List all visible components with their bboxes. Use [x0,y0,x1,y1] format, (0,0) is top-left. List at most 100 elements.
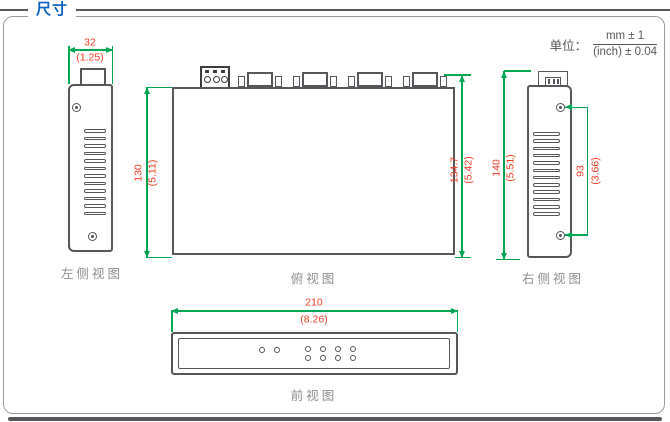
led-icon [320,346,326,352]
page-title: 尺寸 [28,0,77,19]
vent-slot [533,190,560,194]
extension-line [111,46,113,84]
arrow-icon [106,47,113,53]
dimension-line [146,87,148,258]
vga-port-icon [348,72,392,87]
bottom-bar [8,417,662,421]
led-icon [335,346,341,352]
led-icon [335,355,341,361]
arrow-icon [144,87,150,94]
dim-top-depth-mm: 130 [132,164,145,182]
content-frame [3,16,665,414]
vent-slot [84,129,106,133]
vent-slot [533,161,560,165]
dim-left-width-inch: (1.25) [76,51,104,64]
vent-slot [84,189,106,193]
top-view-label: 俯视图 [290,272,338,286]
dim-screw-span-inch: (3.66) [589,157,602,185]
vent-grille [84,129,106,219]
extension-line [171,311,173,332]
extension-line [496,258,520,260]
extension-line [456,311,458,332]
dimension-leader [565,234,588,236]
led-icon [305,355,311,361]
vent-grille [533,132,560,220]
led-icon [259,347,265,353]
unit-mm: mm ± 1 [593,30,657,45]
vent-slot [533,175,560,180]
vent-slot [84,136,106,140]
screw-icon [556,103,565,112]
led-icon [305,346,311,352]
vent-slot [84,144,106,148]
top-view-body [172,87,455,255]
unit-note: 单位： mm ± 1 (inch) ± 0.04 [550,30,657,59]
extension-line [68,46,70,84]
terminal-block-icon [200,66,230,89]
led-icon [350,355,356,361]
screw-icon [72,103,81,112]
vent-slot [533,146,560,151]
vent-slot [84,159,106,163]
arrow-icon [501,253,507,260]
led-icon [320,355,326,361]
vent-slot [533,153,560,158]
dim-front-width-inch: (8.26) [300,313,328,326]
arrow-icon [501,71,507,78]
arrow-icon [459,251,465,258]
front-panel-face [178,338,450,369]
arrow-icon [144,251,150,258]
vent-slot [533,212,560,216]
led-icon [350,346,356,352]
arrow-icon [565,104,572,110]
vent-slot [84,151,106,155]
left-view-label: 左侧视图 [60,267,124,281]
vent-slot [533,132,560,136]
extension-line [444,74,471,76]
extension-line [504,70,531,72]
vga-port-icon [293,72,337,87]
dim-left-width-mm: 32 [84,36,96,49]
vent-slot [84,211,106,215]
extension-line [147,86,172,88]
dim-front-width-mm: 210 [305,296,323,309]
arrow-icon [171,308,178,314]
vent-slot [84,181,106,185]
dim-top-overall-inch: (5.42) [462,156,475,184]
vent-slot [533,139,560,143]
vga-port-icon [403,72,447,87]
dimension-line [171,310,458,312]
screw-icon [556,231,565,240]
vent-slot [84,166,106,170]
header-rule [0,9,670,11]
right-view-label: 右侧视图 [521,272,585,286]
dim-top-depth-inch: (5.11) [146,159,159,187]
dimension-line [461,75,463,258]
dimension-line [68,49,113,51]
vent-slot [84,196,106,200]
extension-line [147,256,172,258]
vga-port-icon [238,72,282,87]
unit-fraction: mm ± 1 (inch) ± 0.04 [593,30,657,59]
dim-right-height-inch: (5.51) [504,154,517,182]
unit-label: 单位： [549,39,588,53]
vent-slot [533,205,560,209]
dim-screw-span-mm: 93 [574,165,587,177]
arrow-icon [565,232,572,238]
vent-slot [533,168,560,172]
vent-slot [533,183,560,187]
arrow-icon [68,47,75,53]
unit-inch: (inch) ± 0.04 [593,46,657,58]
vent-slot [533,197,560,202]
front-view-label: 前视图 [290,389,338,403]
dim-right-height-mm: 140 [490,159,503,177]
dimension-leader [565,106,588,108]
arrow-icon [451,308,458,314]
dimension-line [503,71,505,260]
vent-slot [84,204,106,208]
led-icon [274,347,280,353]
screw-icon [88,232,97,241]
vent-slot [84,174,106,178]
arrow-icon [459,75,465,82]
